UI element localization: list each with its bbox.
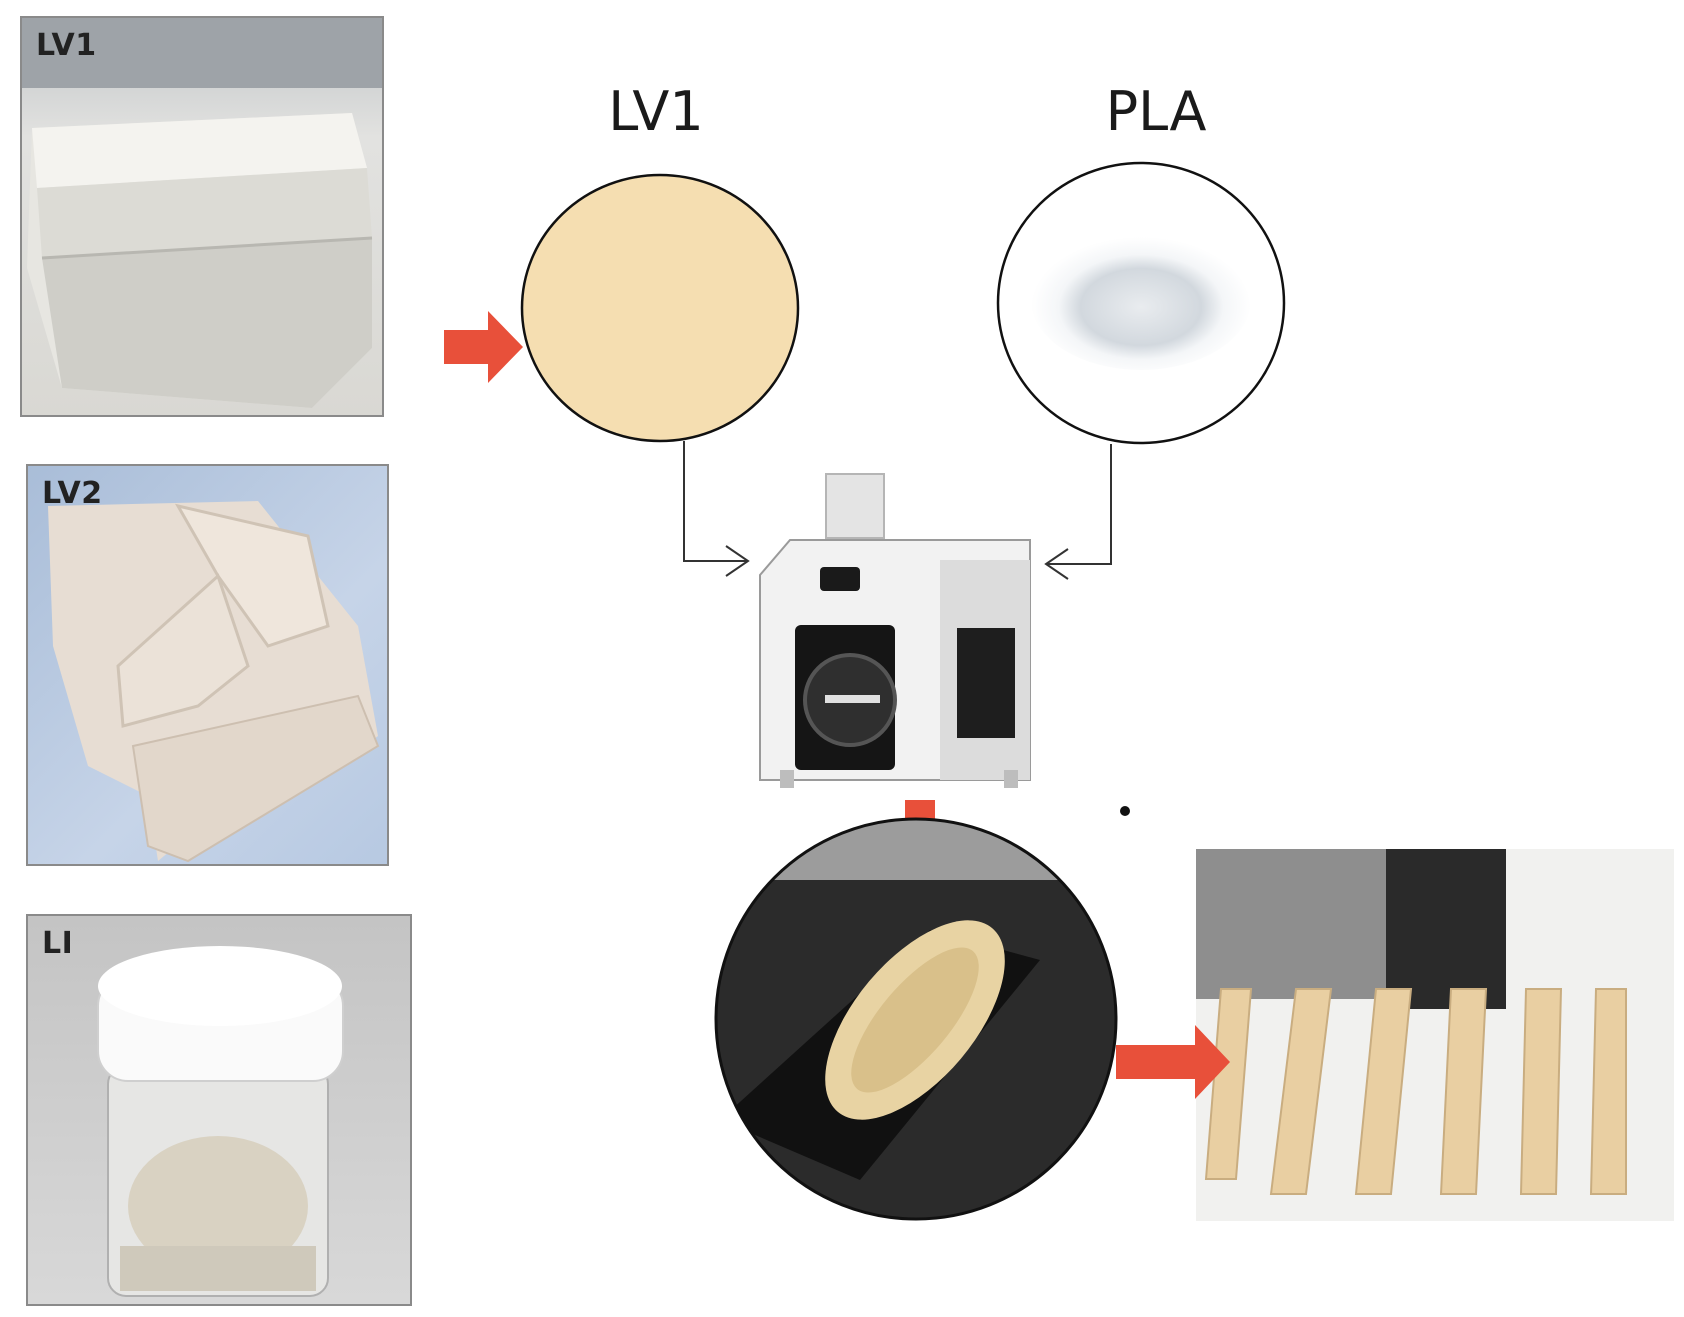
photo-printed-strips	[1196, 849, 1674, 1221]
material-title-lv1: LV1	[608, 80, 704, 143]
input-arrow-lv1	[444, 311, 523, 383]
photo-label-lv2: LV2	[42, 476, 103, 511]
connector-pla-to-extruder	[1044, 444, 1112, 580]
photo-lv2-fragments: LV2	[26, 464, 389, 866]
lv1-powder-circle	[520, 173, 800, 443]
extruder-machine	[759, 473, 1031, 788]
fragments-illustration	[48, 501, 380, 863]
stray-dot	[1120, 806, 1130, 816]
photo-label-lv1: LV1	[36, 28, 97, 63]
printed-strips-illustration	[1196, 849, 1674, 1221]
pla-pellets-circle	[996, 161, 1286, 445]
photo-label-li: LI	[42, 926, 74, 961]
arrow-spool-to-strips	[1116, 1025, 1230, 1099]
material-title-pla: PLA	[1105, 80, 1207, 143]
photo-li-jar: LI	[26, 914, 412, 1306]
connector-lv1-to-extruder	[683, 441, 750, 577]
filament-spool-circle	[714, 817, 1118, 1221]
stacked-sheets-illustration	[22, 18, 382, 408]
photo-lv1-stacked-sheets: LV1	[20, 16, 384, 417]
jar-illustration	[97, 946, 344, 1297]
